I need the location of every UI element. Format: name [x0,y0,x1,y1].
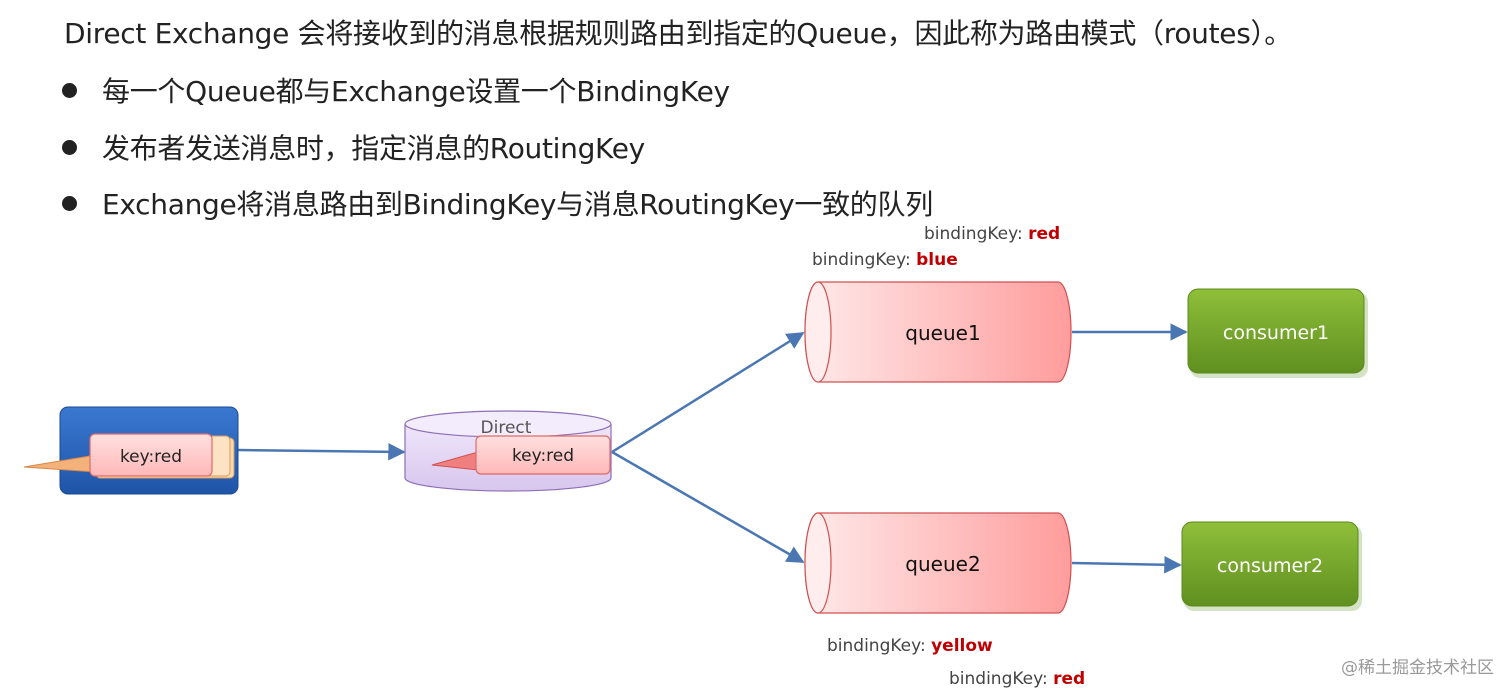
exchange-to-queue1-arrow [611,331,805,454]
bullet-item: Exchange将消息路由到BindingKey与消息RoutingKey一致的… [62,183,933,223]
binding-key-value: red [1028,224,1061,244]
bullet-item: 发布者发送消息时，指定消息的RoutingKey [62,127,645,167]
queue1-node: queue1 [804,281,1072,383]
exchange-message-label: key:red [512,446,574,466]
bullet-text: 发布者发送消息时，指定消息的RoutingKey [102,132,645,165]
queue2-to-consumer2-arrow [1071,555,1182,574]
binding-key-label: bindingKey: [924,224,1023,244]
queue1-label: queue1 [905,321,980,345]
queue2-label: queue2 [905,552,980,576]
exchange-to-queue2-arrow [611,450,805,564]
binding-key-value: blue [916,250,958,270]
exchange-label: Direct [481,418,532,438]
binding-key-label: bindingKey: [812,250,911,270]
consumer2-node: consumer2 [1181,521,1362,611]
binding-key-queue1-blue: bindingKey: blue [812,250,958,270]
bullet-dot-icon [62,195,77,211]
bullet-text: 每一个Queue都与Exchange设置一个BindingKey [102,75,730,108]
binding-key-value: yellow [931,636,993,656]
consumer1-node: consumer1 [1187,288,1368,378]
page-heading: Direct Exchange 会将接收到的消息根据规则路由到指定的Queue，… [64,17,1292,50]
consumer2-label: consumer2 [1217,555,1323,577]
publisher-to-exchange-arrow [237,443,406,461]
exchange-node: Direct e key:red [404,410,612,492]
binding-key-label: bindingKey: [949,669,1048,689]
bullet-dot-icon [62,82,77,98]
watermark: @稀土掘金技术社区 [1341,658,1494,678]
queue2-node: queue2 [804,512,1072,614]
publisher-message-label: key:red [120,447,182,467]
consumer1-label: consumer1 [1223,322,1329,344]
publisher-node: key:red [23,406,239,495]
binding-key-queue2-red: bindingKey: red [949,669,1085,689]
binding-key-value: red [1053,669,1086,689]
binding-key-queue1-red: bindingKey: red [924,224,1060,244]
bullet-text: Exchange将消息路由到BindingKey与消息RoutingKey一致的… [102,188,933,221]
bullet-dot-icon [62,139,77,155]
binding-key-queue2-yellow: bindingKey: yellow [827,636,993,656]
binding-key-label: bindingKey: [827,636,926,656]
bullet-item: 每一个Queue都与Exchange设置一个BindingKey [62,70,730,110]
